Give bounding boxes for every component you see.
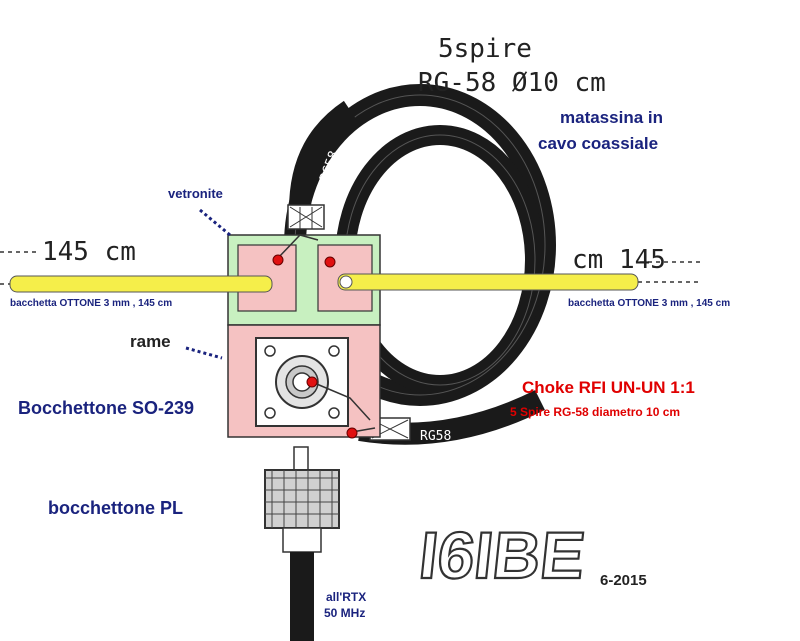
choke-title: Choke RFI UN-UN 1:1 — [522, 378, 695, 397]
vetronite-arrow — [199, 208, 231, 237]
pl-knurled-nut — [264, 469, 340, 529]
coil-spec-line2: RG-58 Ø10 cm — [418, 68, 606, 98]
right-rod-label: bacchetta OTTONE 3 mm , 145 cm — [568, 298, 731, 309]
choke-subtitle: 5 Spire RG-58 diametro 10 cm — [510, 405, 681, 419]
rame-arrow — [185, 346, 223, 360]
so239-hole-br — [328, 407, 340, 419]
callsign: I6IBE — [416, 519, 589, 593]
cable-mark-bottom: RG58 — [420, 429, 451, 444]
right-rod — [337, 273, 639, 291]
solder-ground — [346, 427, 358, 439]
date-label: 6-2015 — [600, 572, 647, 589]
solder-right — [324, 256, 336, 268]
pl-tip — [293, 446, 309, 472]
vetronite-label: vetronite — [168, 186, 223, 201]
coil-spec-line1: 5spire — [438, 34, 532, 64]
so239-hole-tr — [328, 345, 340, 357]
solder-center — [306, 376, 318, 388]
pl-label: bocchettone PL — [48, 498, 184, 518]
coil-desc-line2: cavo coassiale — [538, 134, 659, 153]
rtx-line1: all'RTX — [326, 590, 367, 604]
solder-left — [272, 254, 284, 266]
rtx-line2: 50 MHz — [324, 606, 366, 620]
so239-label: Bocchettone SO-239 — [18, 398, 195, 418]
left-rod — [9, 275, 273, 293]
so239-hole-tl — [264, 345, 276, 357]
rtx-cable — [290, 552, 314, 641]
so239-hole-bl — [264, 407, 276, 419]
left-length-label: 145 cm — [42, 237, 136, 267]
pl-body — [282, 527, 322, 553]
coax-lead-top — [289, 100, 357, 211]
right-length-label: cm 145 — [572, 245, 666, 275]
coil-desc-line1: matassina in — [560, 108, 663, 127]
left-rod-label: bacchetta OTTONE 3 mm , 145 cm — [10, 298, 173, 309]
rame-label: rame — [130, 332, 171, 351]
